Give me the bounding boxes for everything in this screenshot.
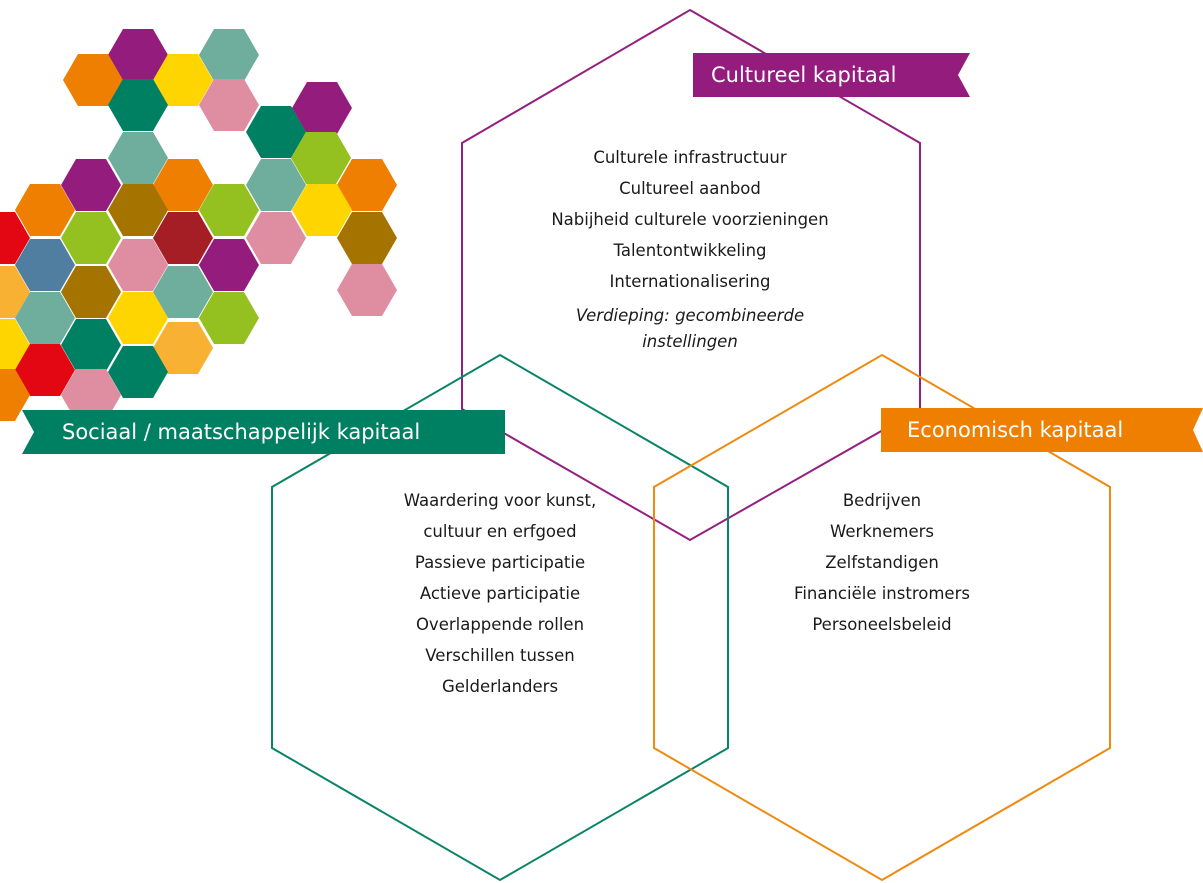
decorative-hexagon: [108, 239, 168, 291]
decorative-hexagon: [0, 212, 30, 264]
decorative-hexagon: [15, 344, 75, 396]
economisch-title: Economisch kapitaal: [907, 418, 1124, 442]
list-item: Cultureel aanbod: [619, 179, 761, 198]
decorative-hexagon: [63, 54, 123, 106]
economisch-banner: Economisch kapitaal: [881, 408, 1191, 452]
list-item: Actieve participatie: [419, 584, 581, 603]
list-item: Nabijheid culturele voorzieningen: [551, 210, 829, 229]
list-item: Talentontwikkeling: [613, 241, 767, 260]
list-item: Overlappende rollen: [415, 615, 585, 634]
cultureel-italic-note: Verdieping: gecombineerde instellingen: [575, 306, 805, 351]
decorative-hexagon: [199, 292, 259, 344]
decorative-hexagon: [199, 29, 259, 81]
decorative-hexagon: [108, 346, 168, 398]
decorative-hexagon: [153, 159, 213, 211]
decorative-hexagon: [291, 132, 351, 184]
decorative-hexagon: [108, 184, 168, 236]
decorative-hexagon: [292, 184, 352, 236]
decorative-hexagon: [108, 132, 168, 184]
decorative-hexagon: [292, 82, 352, 134]
list-item: Passieve participatie: [414, 553, 586, 572]
decorative-hexagon-cluster: [0, 29, 397, 421]
sociaal-hexagon-outline: [271, 353, 729, 882]
decorative-hexagon: [153, 212, 213, 264]
list-item: Verschillen tussen: [425, 646, 575, 665]
decorative-hexagon: [246, 212, 306, 264]
decorative-hexagon: [15, 292, 75, 344]
decorative-hexagon: [61, 212, 121, 264]
sociaal-banner: Sociaal / maatschappelijk kapitaal: [22, 410, 505, 454]
list-item: cultuur en erfgoed: [423, 522, 577, 541]
list-item: Waardering voor kunst,: [403, 491, 597, 510]
decorative-hexagon: [199, 184, 259, 236]
economisch-banner-notch: [1193, 408, 1203, 452]
cultureel-banner: Cultureel kapitaal: [693, 53, 958, 97]
decorative-hexagon: [199, 79, 259, 131]
decorative-hexagon: [61, 369, 121, 421]
economisch-items: Bedrijven Werknemers Zelfstandigen Finan…: [712, 485, 1052, 640]
sociaal-items: Waardering voor kunst, cultuur en erfgoe…: [320, 485, 680, 702]
cultureel-title: Cultureel kapitaal: [711, 63, 897, 87]
decorative-hexagon: [0, 369, 30, 421]
decorative-hexagon: [108, 292, 168, 344]
decorative-hexagon: [15, 239, 75, 291]
decorative-hexagon: [246, 159, 306, 211]
decorative-hexagon: [153, 322, 213, 374]
list-item: Culturele infrastructuur: [593, 148, 787, 167]
list-item: Financiële instromers: [794, 584, 970, 603]
cultureel-hexagon-outline: [461, 8, 921, 542]
decorative-hexagon: [199, 239, 259, 291]
decorative-hexagon: [61, 159, 121, 211]
decorative-hexagon: [337, 212, 397, 264]
decorative-hexagon: [61, 266, 121, 318]
sociaal-banner-shape: [22, 410, 505, 454]
economisch-hexagon-outline: [653, 353, 1111, 882]
decorative-hexagon: [153, 54, 213, 106]
decorative-hexagon: [246, 106, 306, 158]
list-item: Gelderlanders: [441, 677, 559, 696]
decorative-hexagon: [15, 184, 75, 236]
cultureel-banner-shape: [693, 53, 970, 97]
decorative-hexagon: [108, 29, 168, 81]
cultureel-items: Culturele infrastructuur Cultureel aanbo…: [500, 142, 880, 355]
economisch-banner-shape: [881, 408, 1203, 452]
decorative-hexagon: [153, 266, 213, 318]
list-item: Bedrijven: [842, 491, 922, 510]
decorative-hexagon: [61, 319, 121, 371]
list-item: Zelfstandigen: [825, 553, 939, 572]
decorative-hexagon: [337, 264, 397, 316]
decorative-hexagon: [108, 79, 168, 131]
decorative-hexagon: [337, 159, 397, 211]
list-item: Internationalisering: [609, 272, 771, 291]
list-item: Personeelsbeleid: [812, 615, 952, 634]
list-item: Werknemers: [829, 522, 935, 541]
sociaal-title: Sociaal / maatschappelijk kapitaal: [62, 420, 421, 444]
